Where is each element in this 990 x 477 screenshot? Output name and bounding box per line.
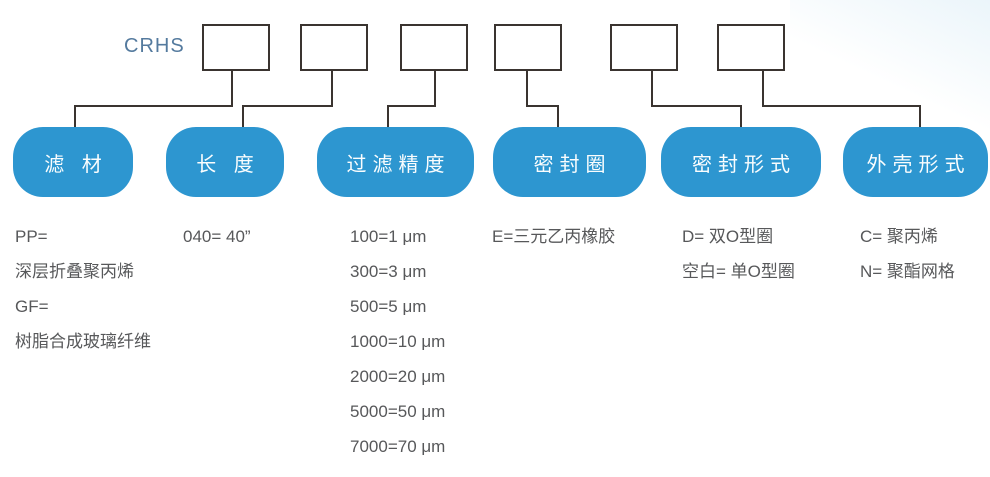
pill-filtration-rating-label: 过滤精度 <box>346 153 451 176</box>
pill-seal-type-label: 密封形式 <box>692 153 796 176</box>
pill-filter-media-label: 滤 材 <box>44 153 108 176</box>
code-box-1 <box>202 24 270 71</box>
options-seal-ring: E=三元乙丙橡胶 <box>492 219 615 254</box>
pill-length: 长 度 <box>166 127 284 197</box>
pill-filter-media: 滤 材 <box>13 127 133 197</box>
options-seal-type: D= 双O型圈 空白= 单O型圈 <box>682 219 795 289</box>
option-line: GF= <box>15 297 49 316</box>
option-line: 500=5 μm <box>350 297 427 316</box>
option-line: N= 聚酯网格 <box>860 262 955 281</box>
pill-seal-type: 密封形式 <box>661 127 821 197</box>
pill-seal-ring: 密封圈 <box>493 127 646 197</box>
option-line: 7000=70 μm <box>350 437 446 456</box>
option-line: 300=3 μm <box>350 262 427 281</box>
pill-length-label: 长 度 <box>196 153 260 176</box>
option-line: 1000=10 μm <box>350 332 446 351</box>
option-line: 树脂合成玻璃纤维 <box>15 332 151 351</box>
code-box-6 <box>717 24 785 71</box>
options-length: 040= 40” <box>183 219 251 254</box>
code-box-3 <box>400 24 468 71</box>
option-line: E=三元乙丙橡胶 <box>492 227 616 246</box>
code-box-2 <box>300 24 368 71</box>
code-box-4 <box>494 24 562 71</box>
series-code-label: CRHS <box>124 35 185 57</box>
option-line: 100=1 μm <box>350 227 427 246</box>
option-line: 5000=50 μm <box>350 402 446 421</box>
pill-seal-ring-label: 密封圈 <box>533 153 612 176</box>
option-line: PP= <box>15 227 48 246</box>
option-line: D= 双O型圈 <box>682 227 774 246</box>
pill-shell-type-label: 外壳形式 <box>866 153 971 176</box>
options-shell-type: C= 聚丙烯 N= 聚酯网格 <box>860 219 955 289</box>
options-filter-media: PP= 深层折叠聚丙烯 GF= 树脂合成玻璃纤维 <box>15 219 151 359</box>
option-line: 040= 40” <box>183 227 251 246</box>
option-line: 深层折叠聚丙烯 <box>15 262 134 281</box>
pill-shell-type: 外壳形式 <box>843 127 988 197</box>
option-line: C= 聚丙烯 <box>860 227 938 246</box>
option-line: 空白= 单O型圈 <box>682 262 795 281</box>
option-line: 2000=20 μm <box>350 367 446 386</box>
code-box-5 <box>610 24 678 71</box>
pill-filtration-rating: 过滤精度 <box>317 127 474 197</box>
options-filtration-rating: 100=1 μm 300=3 μm 500=5 μm 1000=10 μm 20… <box>350 219 445 464</box>
